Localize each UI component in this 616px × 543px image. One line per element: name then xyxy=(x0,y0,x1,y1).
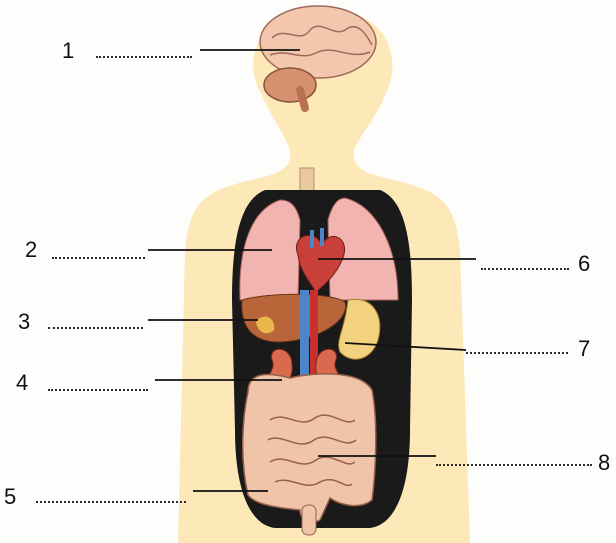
answer-blank-8[interactable] xyxy=(436,464,592,466)
rectum-icon xyxy=(302,505,316,535)
answer-blank-6[interactable] xyxy=(481,268,569,270)
answer-blank-5[interactable] xyxy=(36,501,186,503)
label-number-1: 1 xyxy=(62,40,74,62)
answer-blank-4[interactable] xyxy=(48,389,148,391)
label-number-3: 3 xyxy=(18,311,30,333)
large-intestine-icon xyxy=(243,374,376,522)
answer-blank-3[interactable] xyxy=(48,327,143,329)
label-number-8: 8 xyxy=(598,452,610,474)
answer-blank-7[interactable] xyxy=(466,352,568,354)
label-number-7: 7 xyxy=(578,338,590,360)
answer-blank-1[interactable] xyxy=(96,56,192,58)
label-number-6: 6 xyxy=(578,253,590,275)
label-number-5: 5 xyxy=(4,486,16,508)
label-number-2: 2 xyxy=(25,239,37,261)
label-number-4: 4 xyxy=(16,372,28,394)
answer-blank-2[interactable] xyxy=(52,257,145,259)
